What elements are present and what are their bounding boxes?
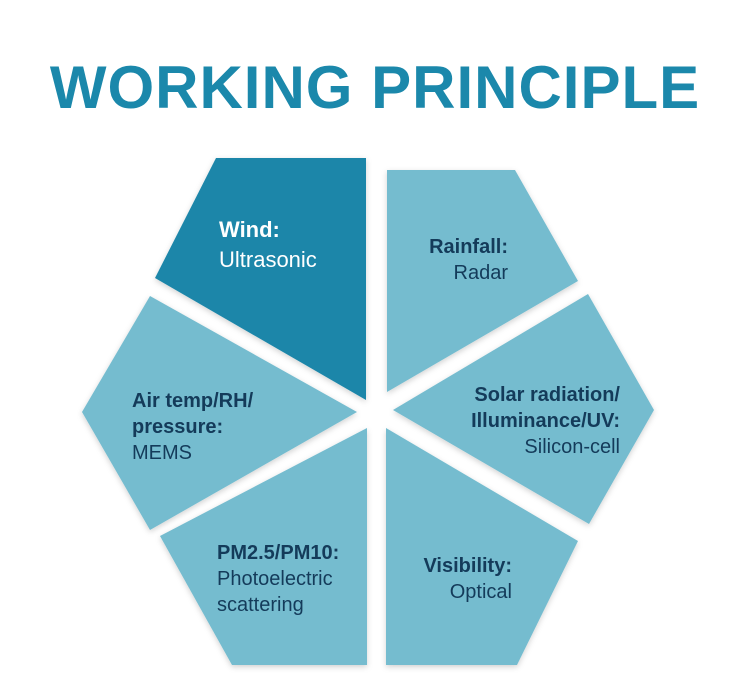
segment-rainfall <box>387 170 578 392</box>
label-solar-head: Solar radiation/ Illuminance/UV: <box>471 384 620 432</box>
label-pm-head: PM2.5/PM10: <box>217 542 340 564</box>
label-visibility: Visibility: Optical <box>400 553 512 605</box>
label-pm-body: Photoelectric scattering <box>217 568 333 616</box>
label-solar-body: Silicon-cell <box>524 436 620 458</box>
label-rainfall-body: Radar <box>453 262 508 284</box>
label-wind-head: Wind: <box>219 217 280 242</box>
label-visibility-body: Optical <box>449 581 512 603</box>
label-air-body: MEMS <box>132 442 192 464</box>
segment-pm <box>160 428 367 665</box>
label-wind: Wind: Ultrasonic <box>219 215 317 275</box>
label-visibility-head: Visibility: <box>423 555 512 577</box>
label-wind-body: Ultrasonic <box>219 247 317 272</box>
segment-visibility <box>386 428 578 665</box>
label-rainfall: Rainfall: Radar <box>400 234 508 286</box>
label-air: Air temp/RH/ pressure: MEMS <box>132 388 253 466</box>
label-rainfall-head: Rainfall: <box>429 236 508 258</box>
label-pm: PM2.5/PM10: Photoelectric scattering <box>217 540 339 618</box>
segment-solar <box>393 294 654 524</box>
label-solar: Solar radiation/ Illuminance/UV: Silicon… <box>440 382 620 460</box>
page-title: WORKING PRINCIPLE <box>49 54 701 121</box>
segment-air <box>82 296 357 530</box>
segment-wind <box>155 158 366 400</box>
label-air-head: Air temp/RH/ pressure: <box>132 390 254 438</box>
